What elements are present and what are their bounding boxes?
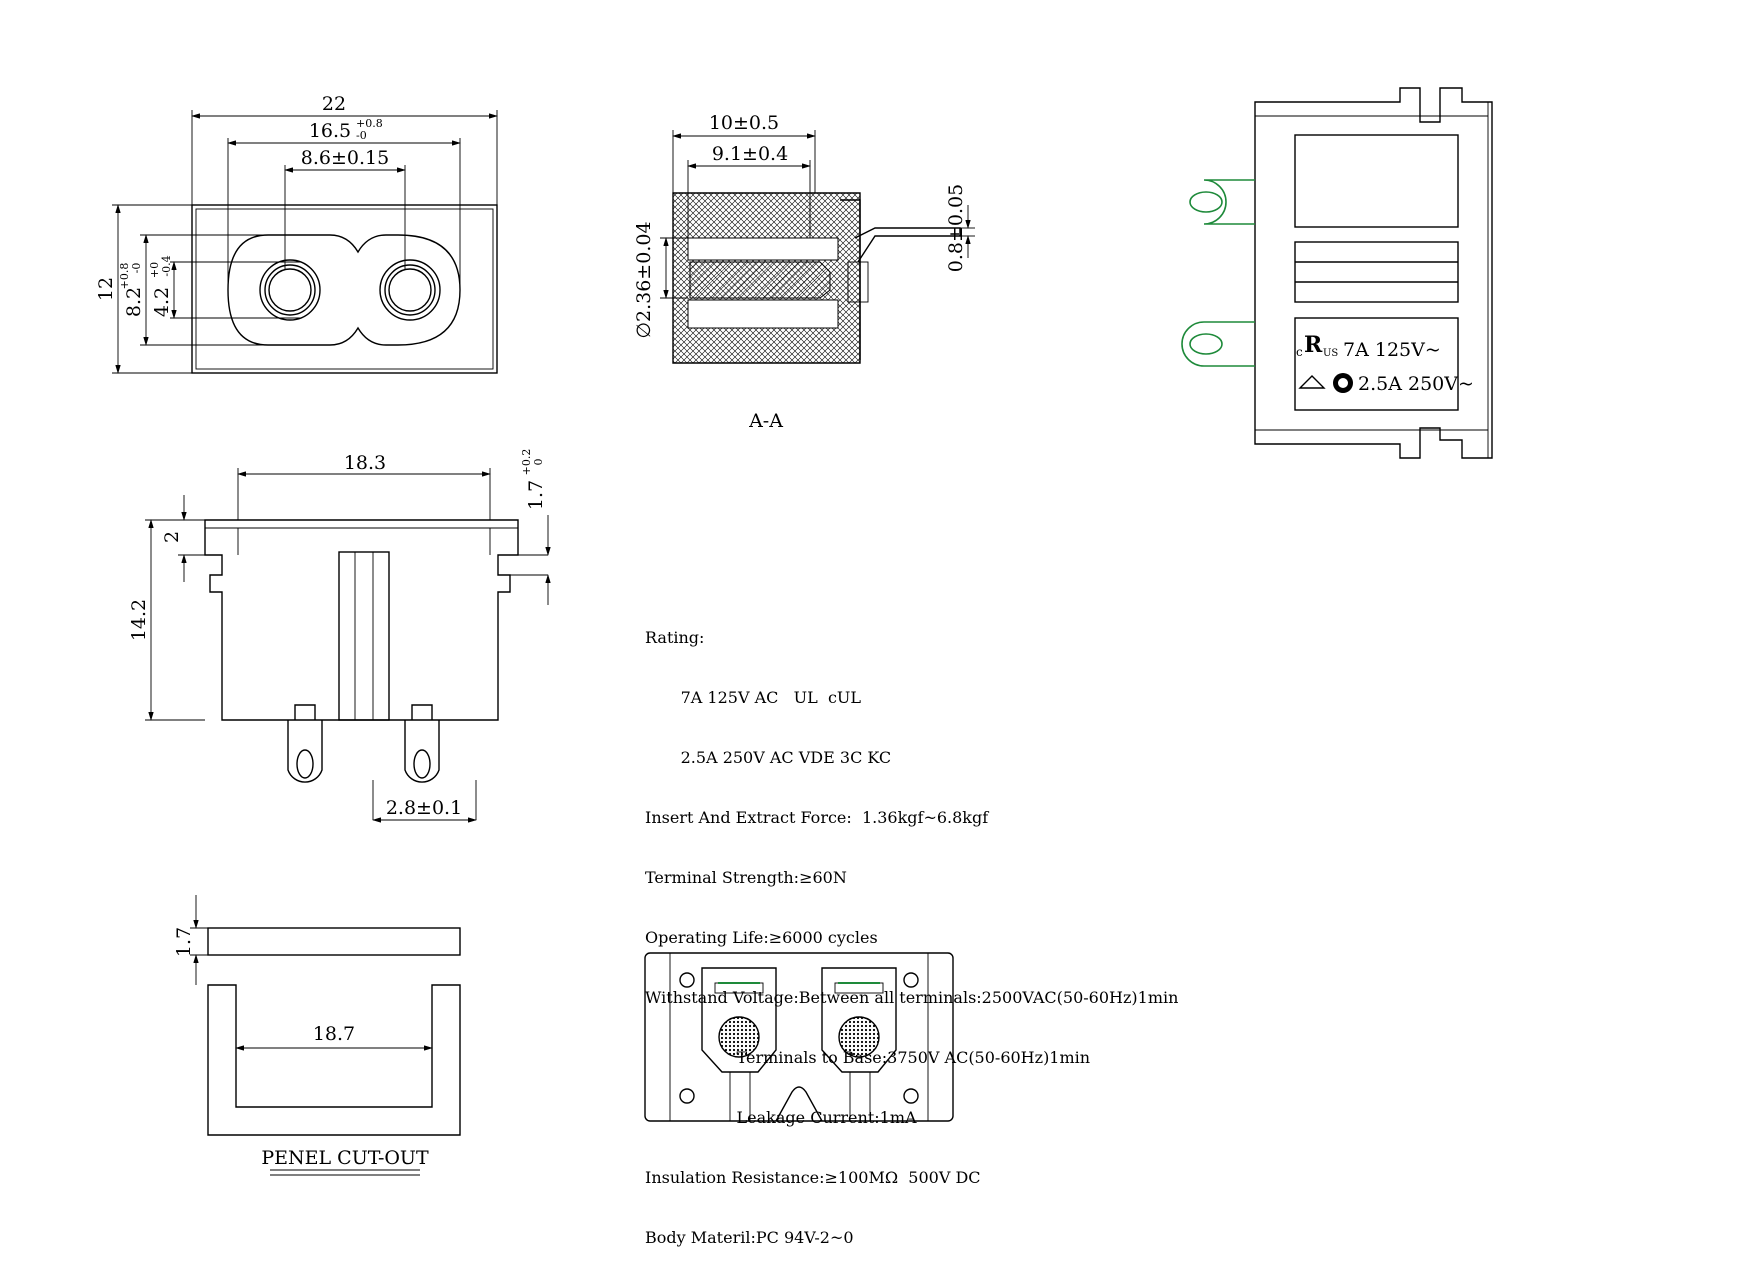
bottom-view (644, 952, 954, 1122)
dim-16-5-tol-lower: -0 (356, 129, 367, 142)
spec-line: Rating: (645, 628, 705, 647)
dim-8-2-tol-upper: +0.8 (118, 263, 131, 290)
vde-mark-icon (1298, 375, 1326, 389)
top-view: c R US 7A 125V~ 2.5A 250V~ (1181, 87, 1493, 459)
dim-8-2-tol-lower: -0 (130, 263, 143, 274)
cutout-label: PENEL CUT-OUT (261, 1147, 429, 1169)
dim-18-7: 18.7 (313, 1023, 355, 1045)
cutout-view: 1.7 18.7 PENEL CUT-OUT (173, 895, 461, 1176)
dim-8-2: 8.2 (123, 287, 145, 317)
dim-2: 2 (161, 531, 183, 543)
spec-line: Insulation Resistance:≥100MΩ 500V DC (645, 1168, 981, 1187)
ul-mark-icon: c R US (1296, 332, 1338, 359)
label-line2: 2.5A 250V~ (1358, 373, 1474, 395)
dim-2-36: ∅2.36±0.04 (633, 221, 655, 338)
dim-14-2: 14.2 (128, 599, 150, 641)
dim-4-2: 4.2 (151, 287, 173, 317)
dim-1-7-tol-lower: 0 (532, 459, 545, 466)
spec-line: Leakage Current:1mA (645, 1108, 917, 1127)
spec-line: 7A 125V AC UL cUL (645, 688, 862, 707)
spec-line: Terminal Strength:≥60N (645, 868, 847, 887)
dim-1-7-cutout: 1.7 (173, 927, 195, 957)
side-view: 18.3 14.2 2 1.7 +0.2 0 2.8±0.1 (128, 449, 551, 823)
dim-18-3: 18.3 (344, 452, 386, 474)
dim-16-5-tol-upper: +0.8 (356, 117, 383, 130)
front-view: 22 16.5 +0.8 -0 8.6±0.15 12 8.2 +0.8 -0 … (95, 93, 498, 374)
spec-line: 2.5A 250V AC VDE 3C KC (645, 748, 892, 767)
technical-drawing: 22 16.5 +0.8 -0 8.6±0.15 12 8.2 +0.8 -0 … (95, 87, 1493, 1176)
dim-8-6: 8.6±0.15 (301, 147, 389, 169)
dim-9-1: 9.1±0.4 (712, 143, 788, 165)
section-view: 10±0.5 9.1±0.4 ∅2.36±0.04 0.8±0.05 A-A (633, 112, 975, 432)
dim-16-5: 16.5 (309, 120, 351, 142)
spec-line: Withstand Voltage:Between all terminals:… (645, 988, 1179, 1007)
specifications-text: Rating: 7A 125V AC UL cUL 2.5A 250V AC V… (645, 588, 1178, 1268)
section-label: A-A (748, 410, 783, 432)
dim-2-8: 2.8±0.1 (386, 797, 462, 819)
spec-line: Body Materil:PC 94V-2~0 (645, 1228, 854, 1247)
dim-12: 12 (95, 277, 117, 301)
dim-22: 22 (322, 93, 346, 115)
spec-line: Insert And Extract Force: 1.36kgf~6.8kgf (645, 808, 989, 827)
svg-text:c: c (1296, 345, 1303, 359)
dim-10: 10±0.5 (709, 112, 779, 134)
dim-1-7-tol-upper: +0.2 (520, 449, 533, 476)
dim-0-8: 0.8±0.05 (945, 184, 967, 272)
ccc-mark-icon (1333, 373, 1353, 393)
dim-4-2-tol-lower: -0.4 (160, 255, 173, 276)
svg-text:US: US (1323, 348, 1338, 359)
spec-line: Terminals to Base:3750V AC(50-60Hz)1min (645, 1048, 1091, 1067)
spec-line: Operating Life:≥6000 cycles (645, 928, 878, 947)
dim-4-2-tol-upper: +0 (148, 262, 161, 278)
dim-1-7-side: 1.7 (525, 480, 547, 510)
svg-text:R: R (1304, 332, 1323, 358)
label-line1: 7A 125V~ (1343, 339, 1441, 361)
